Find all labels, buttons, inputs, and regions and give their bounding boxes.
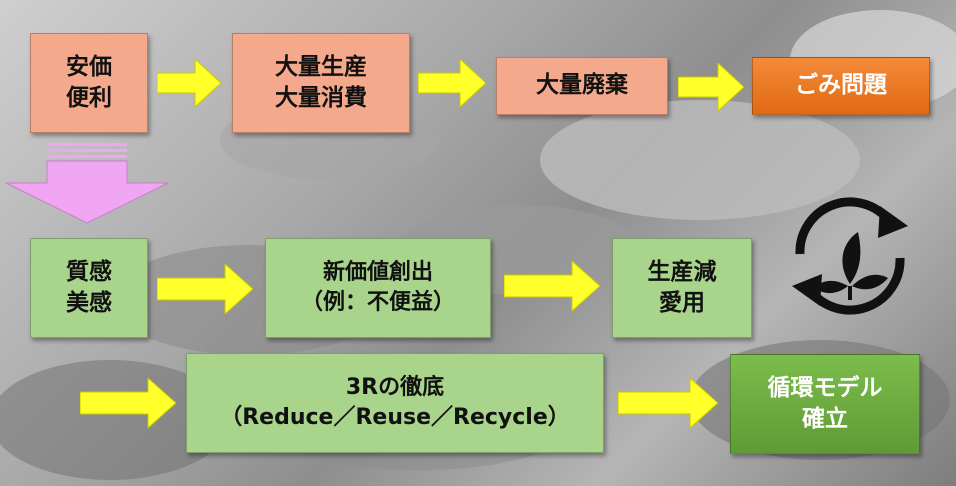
node-text-line: 質感 [66,258,112,285]
node-text-line: 3Rの徹底 [345,375,445,401]
arrow-right-1 [157,59,221,107]
node-text-line: 大量廃棄 [536,72,628,99]
node-cheap-convenient: 安価 便利 [30,33,148,133]
node-text-line: 安価 [66,53,112,80]
node-text-line: 美感 [66,290,112,316]
node-text-line: （Reduce／Reuse／Recycle） [220,405,570,430]
arrow-right-2 [418,59,486,107]
node-less-production-cherish: 生産減 愛用 [612,238,752,338]
node-garbage-problem: ごみ問題 [752,57,930,115]
arrow-right-7 [618,378,718,428]
node-text-line: 新価値創出 [322,260,433,286]
node-text-line: 循環モデル [767,374,883,401]
node-text-line: 大量生産 [275,53,367,80]
recycle-leaf-icon [792,197,908,315]
arrow-right-5 [504,261,600,311]
node-texture-aesthetics: 質感 美感 [30,238,148,338]
node-text-line: ごみ問題 [795,72,887,99]
node-text-line: （例：不便益） [300,290,455,315]
arrow-right-4 [157,264,253,314]
node-text-line: 大量消費 [275,85,367,111]
node-3r-thorough: 3Rの徹底 （Reduce／Reuse／Recycle） [186,353,604,453]
node-new-value-creation: 新価値創出 （例：不便益） [265,238,491,338]
node-circular-model: 循環モデル 確立 [730,354,920,454]
node-mass-production: 大量生産 大量消費 [232,33,410,133]
arrow-down-violet [5,143,169,224]
node-text-line: 確立 [802,406,848,432]
node-text-line: 便利 [66,85,112,111]
node-text-line: 愛用 [659,290,705,316]
node-text-line: 生産減 [647,258,717,285]
node-mass-disposal: 大量廃棄 [496,57,668,115]
arrow-right-6 [80,378,176,428]
arrow-right-3 [678,63,744,111]
